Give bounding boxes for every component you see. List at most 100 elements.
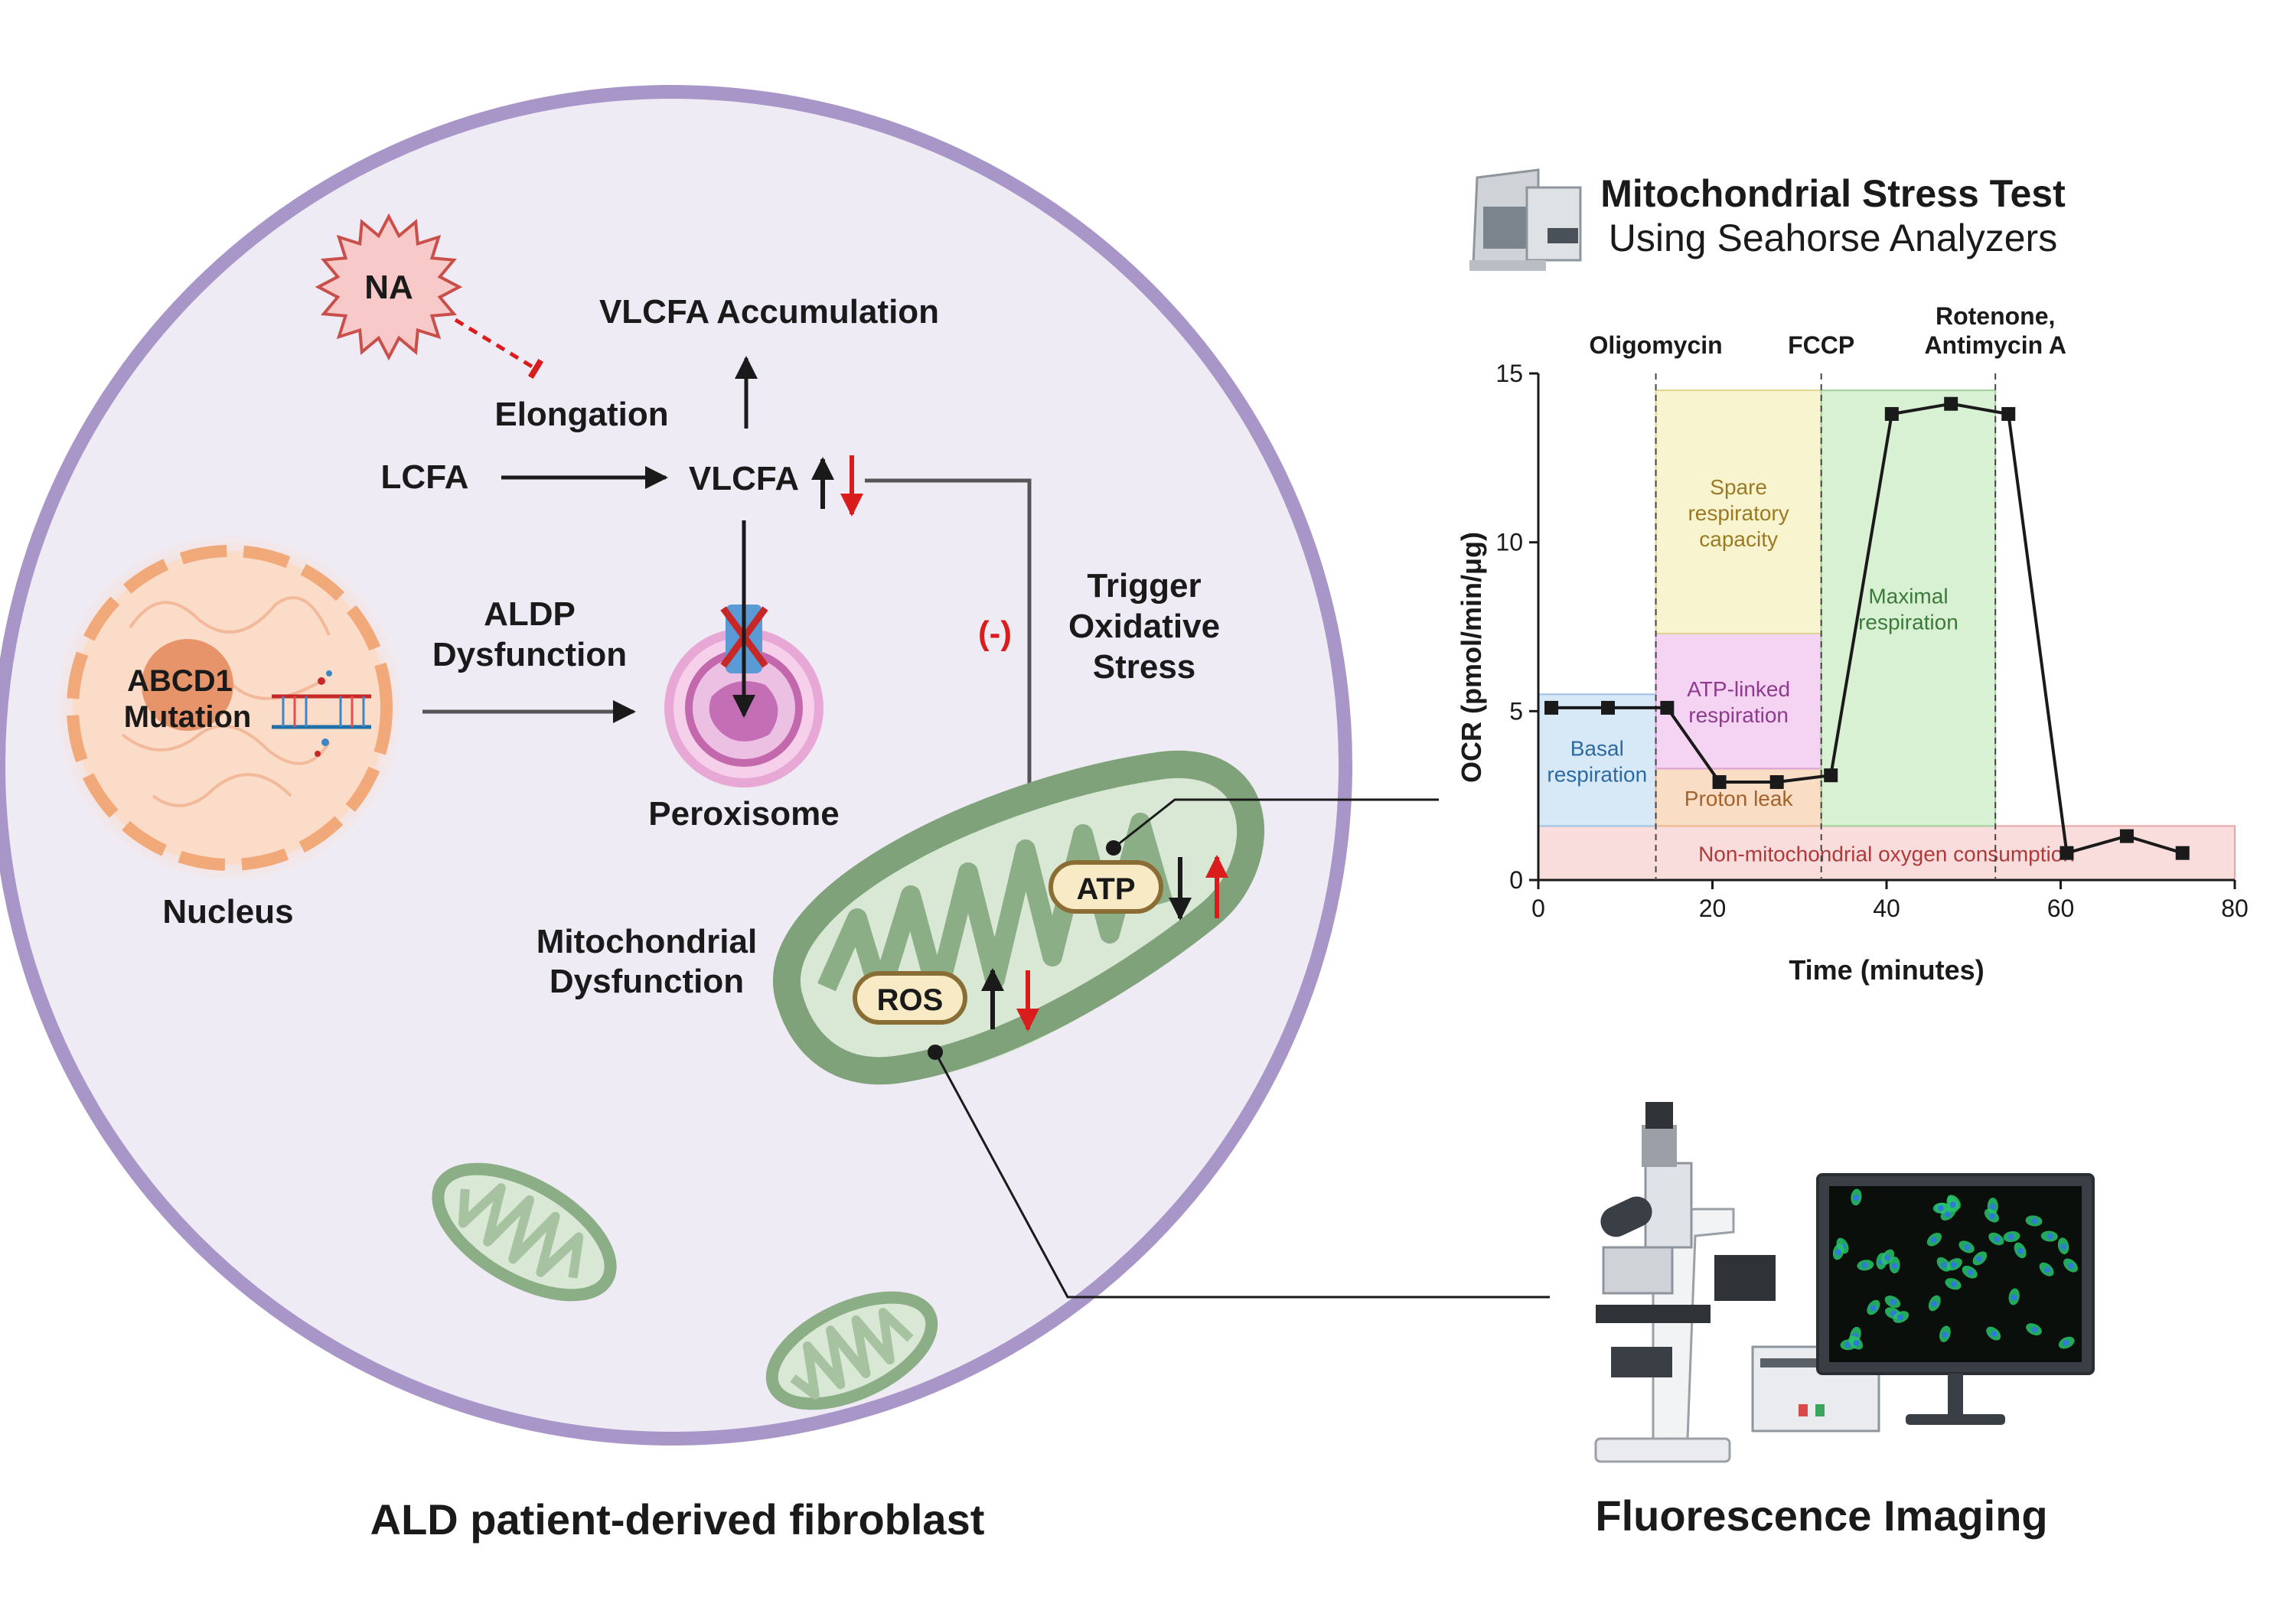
region-box [1538,693,1657,827]
x-tick-label: 40 [1873,895,1900,922]
trigger-line2: Oxidative [1068,608,1220,645]
injection-label: Oligomycin [1589,331,1722,359]
abcd1-line2: Mutation [124,700,252,734]
atp-label: ATP [1076,872,1135,906]
region-label: ATP-linked [1687,677,1790,701]
region-box [1538,825,2236,882]
region-label: Basal [1570,736,1624,760]
nucleus: ABCD1 Mutation [54,532,406,884]
ros-to-imaging-connector [934,1051,1550,1299]
fluorescent-cell [1928,1295,1941,1312]
region-label: Proton leak [1684,787,1794,810]
data-point [1769,775,1784,790]
abcd1-line1: ABCD1 [127,664,233,698]
region-label: Non-mitochondrial oxygen consumption [1698,843,2075,866]
fluorescent-cell [1984,1208,1999,1223]
data-point [2119,829,2134,843]
region-box [1655,632,1822,770]
trigger-line1: Trigger [1087,567,1201,605]
cell-membrane [0,85,1352,1446]
region-label: Maximal [1868,585,1948,608]
atp-to-chart-connector [1113,798,1439,849]
y-tick-label: 15 [1495,360,1523,387]
fluorescent-cell [1958,1240,1975,1253]
fluorescent-cell [2008,1288,2020,1305]
fluorescent-cell [1889,1257,1900,1274]
vlcfa-to-mito-path [865,478,1041,810]
fluorescent-cell [1867,1299,1880,1315]
vlcfa-label: VLCFA [689,460,799,497]
injection-label: Antimycin A [1924,331,2066,359]
nuclear-envelope [67,545,393,871]
fluorescent-cell [2057,1237,2069,1255]
ros-pill [853,971,967,1025]
x-tick-label: 80 [2221,895,2249,922]
cell-caption: ALD patient-derived fibroblast [370,1495,985,1543]
region-label: respiration [1688,703,1789,727]
region-label: respiratory [1688,501,1789,525]
fluorescence-image [1829,1186,2082,1362]
fluorescent-cell [2003,1231,2020,1243]
imaging-monitor [1816,1173,2095,1425]
seahorse-analyzer-icon [1469,168,1582,271]
region-label: respiration [1547,762,1647,786]
fluorescent-cell [1986,1326,2001,1341]
nucleus-label: Nucleus [162,893,293,931]
fluorescent-cell [2058,1336,2075,1349]
data-point [1660,700,1675,715]
inhibit-sign: (-) [978,614,1012,652]
fluorescent-cell [1893,1311,1910,1323]
assay-title-line2: Using Seahorse Analyzers [1609,217,2057,259]
data-point [1544,700,1559,715]
data-point [1824,768,1838,783]
fluorescence-microscope-icon [1594,1102,1880,1463]
mitochondrion-small-2 [765,1291,938,1410]
fluorescent-cell [1945,1278,1962,1290]
region-label: respiration [1858,611,1958,634]
aldp-line1: ALDP [484,595,576,633]
y-tick-label: 0 [1509,866,1523,894]
peroxisome-label: Peroxisome [648,795,839,833]
fluorescent-cell [1832,1243,1844,1260]
x-tick-label: 20 [1699,895,1727,922]
dna-helix-icon [272,670,371,757]
chart-regions: Non-mitochondrial oxygen consumption Basa… [1538,390,2236,882]
x-axis-label: Time (minutes) [1789,954,1984,986]
injection-label: Rotenone, [1936,302,2055,330]
fluorescent-cell [2026,1323,2042,1336]
mitochondrion-small-1 [432,1162,617,1302]
fluorescent-cell [1939,1325,1951,1342]
region-label: Spare [1710,475,1767,499]
ocr-chart: Non-mitochondrial oxygen consumption Basa… [1456,302,2249,986]
region-box [1655,390,1822,634]
fluorescent-cell [1848,1335,1864,1350]
aldp-line2: Dysfunction [432,636,627,673]
na-star-shape [315,213,463,361]
fluorescent-cell [2014,1242,2027,1259]
mito-dysfunction-line1: Mitochondrial [536,923,757,960]
fluorescent-cell [1881,1249,1895,1265]
fluorescent-cell [1962,1265,1978,1279]
data-point [1712,775,1727,790]
lcfa-label: LCFA [381,458,469,496]
data-point [2060,846,2074,860]
region-box [1820,390,1997,827]
fluorescent-cell [1851,1188,1862,1206]
x-tick-label: 60 [2047,895,2075,922]
data-point [1601,700,1615,715]
mito-dysfunction-line2: Dysfunction [550,963,744,1000]
atp-pill [1049,860,1163,914]
data-point [1944,396,1958,411]
imaging-caption: Fluorescence Imaging [1595,1491,2047,1540]
na-starburst: NA [315,213,463,361]
data-point [1884,406,1899,421]
x-tick-label: 0 [1531,895,1545,922]
fibroblast-cell [0,85,1352,1446]
ros-label: ROS [877,983,944,1017]
assay-title-line1: Mitochondrial Stress Test [1600,172,2066,215]
region-label: capacity [1699,527,1778,551]
na-label: NA [364,269,413,306]
fluorescent-cell [1946,1196,1959,1212]
